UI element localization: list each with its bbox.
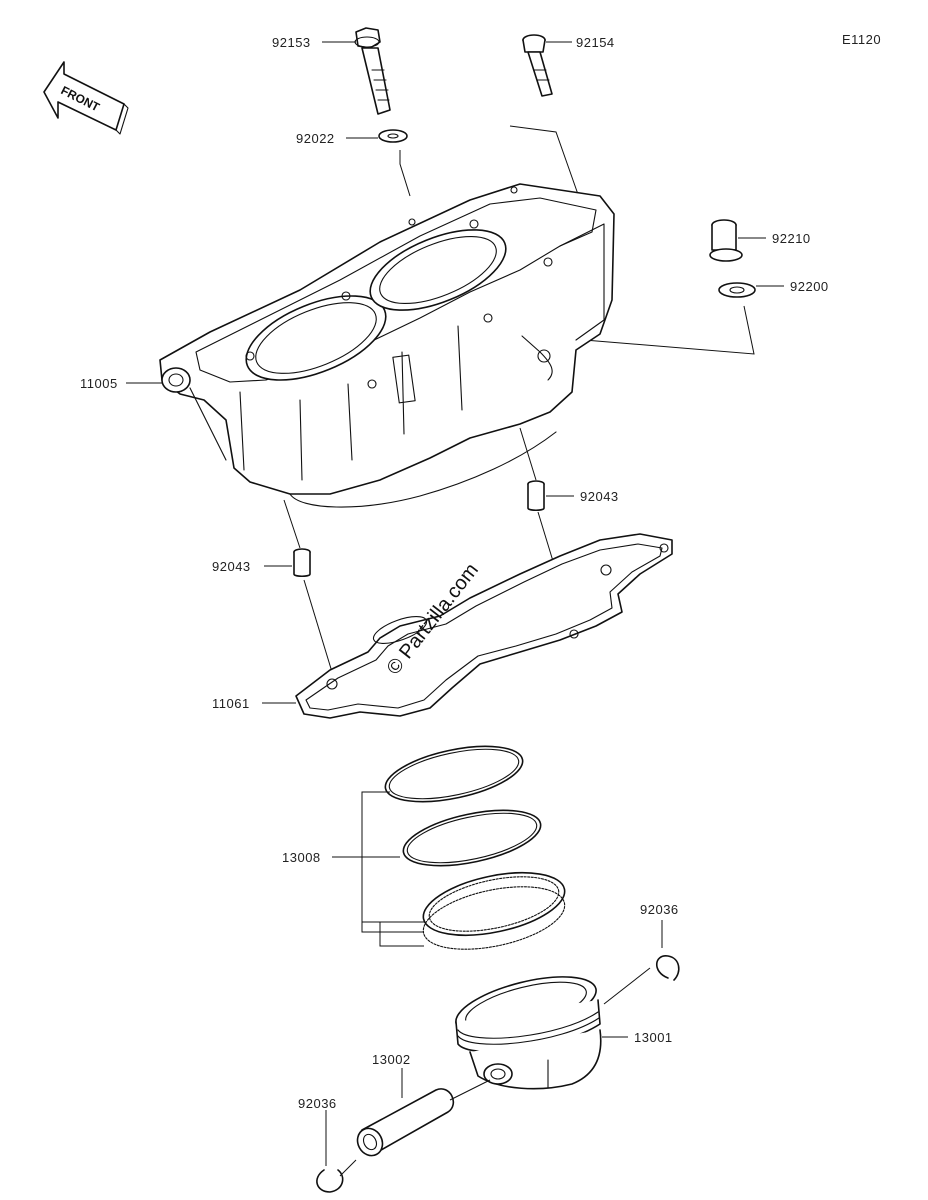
label-92043-lower: 92043 — [212, 559, 251, 574]
cylinder-block-11005 — [159, 183, 615, 508]
label-13002: 13002 — [372, 1052, 411, 1067]
flange-bolt-92153 — [354, 27, 391, 115]
circlip-92036-right — [655, 955, 680, 981]
label-13001: 13001 — [634, 1030, 673, 1045]
label-92036-left: 92036 — [298, 1096, 337, 1111]
label-92210: 92210 — [772, 231, 811, 246]
piston-13001 — [455, 976, 602, 1090]
washer-92022 — [378, 129, 408, 143]
cylinder-gasket-11061 — [295, 533, 673, 719]
socket-bolt-92154 — [522, 34, 553, 97]
circlip-92036-left — [316, 1169, 344, 1193]
diagram-code: E1120 — [842, 32, 881, 47]
dowel-pin-92043-lower — [293, 548, 311, 578]
label-92200: 92200 — [790, 279, 829, 294]
piston-ring-top — [384, 745, 524, 803]
label-13008: 13008 — [282, 850, 321, 865]
label-92154: 92154 — [576, 35, 615, 50]
label-11061: 11061 — [212, 696, 250, 711]
piston-ring-second — [402, 809, 542, 867]
label-92022: 92022 — [296, 131, 335, 146]
front-arrow-icon: FRONT — [43, 61, 129, 135]
dowel-pin-92043-upper — [527, 480, 545, 512]
washer-92200 — [718, 282, 756, 298]
label-92036-right: 92036 — [640, 902, 679, 917]
label-11005: 11005 — [80, 376, 118, 391]
label-92043-upper: 92043 — [580, 489, 619, 504]
collar-92210 — [709, 219, 743, 262]
label-92153: 92153 — [272, 35, 311, 50]
piston-pin-13002 — [356, 1088, 454, 1157]
oil-ring — [422, 871, 566, 950]
